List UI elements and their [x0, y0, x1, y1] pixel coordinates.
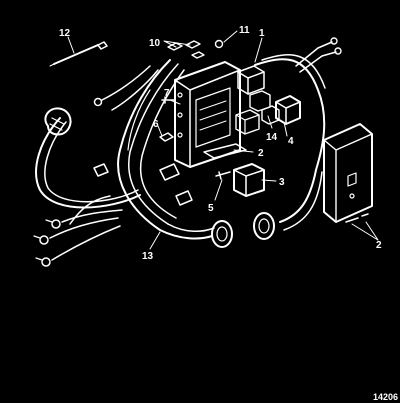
callout-2-right: 2 — [376, 240, 382, 251]
callout-labels: 12 10 11 1 7 6 14 4 2 3 5 13 2 — [59, 25, 382, 262]
callout-7: 7 — [164, 88, 170, 99]
callout-1: 1 — [259, 28, 265, 39]
callout-6: 6 — [153, 119, 159, 130]
callout-4: 4 — [288, 136, 294, 147]
part-3-module — [233, 163, 265, 197]
callout-12: 12 — [59, 28, 71, 39]
callout-13: 13 — [142, 251, 154, 262]
part-2-bracket-center — [203, 143, 247, 159]
callout-10: 10 — [149, 38, 161, 49]
part-2-plate-right — [323, 123, 373, 223]
part-13-wiring-harness — [33, 37, 342, 267]
callout-3: 3 — [279, 177, 285, 188]
control-box-assembly — [174, 61, 241, 168]
part-11-screw — [214, 39, 224, 49]
callout-5: 5 — [208, 203, 214, 214]
part-6-screw — [159, 132, 174, 142]
part-5-screw — [215, 171, 231, 180]
part-4-relay — [275, 95, 301, 125]
part-10-clips — [167, 40, 205, 59]
part-12-pin — [49, 41, 108, 67]
callout-14: 14 — [266, 132, 278, 143]
figure-id: 14206 — [373, 392, 398, 402]
leader-lines — [67, 30, 379, 250]
callout-2-center: 2 — [258, 148, 264, 159]
callout-11: 11 — [239, 25, 250, 36]
